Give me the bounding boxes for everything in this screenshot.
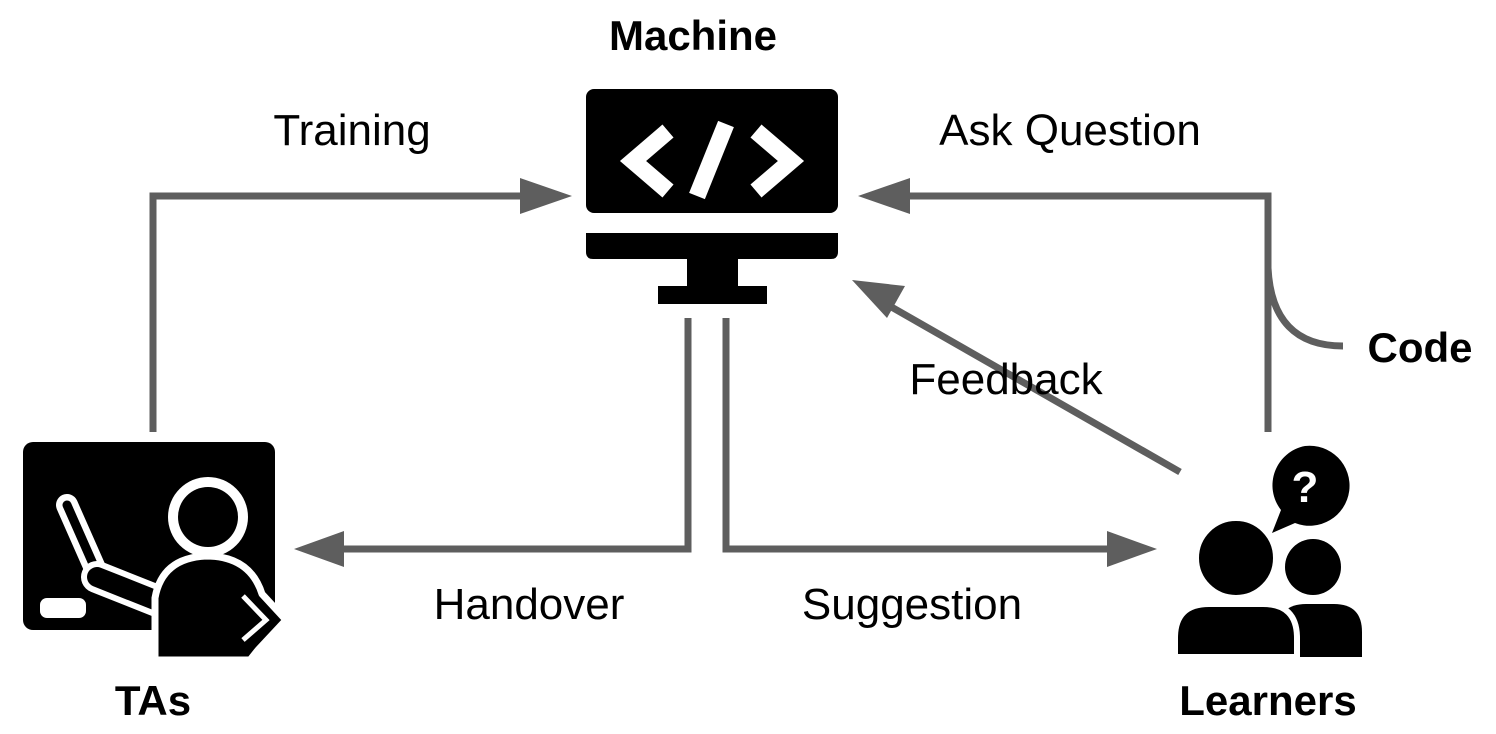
feedback-label: Feedback: [909, 355, 1103, 404]
tas-node-label: TAs: [115, 677, 191, 724]
ask-question-connector: [858, 178, 1272, 432]
training-connector: [149, 178, 572, 432]
code-branch-connector: [1264, 267, 1344, 350]
handover-label: Handover: [434, 580, 625, 629]
ask-question-label: Ask Question: [939, 106, 1201, 155]
suggestion-label: Suggestion: [802, 580, 1022, 629]
learners-node-label: Learners: [1179, 677, 1356, 724]
code-monitor-icon: [586, 89, 838, 304]
teacher-at-blackboard-icon: [23, 442, 290, 664]
code-label: Code: [1368, 324, 1473, 371]
learners-with-question-icon: ?: [1172, 445, 1362, 660]
feedback-connector: [852, 280, 1182, 476]
handover-connector: [294, 318, 692, 567]
svg-text:?: ?: [1292, 463, 1319, 512]
training-label: Training: [273, 106, 430, 155]
machine-node-label: Machine: [609, 12, 777, 59]
suggestion-connector: [722, 318, 1157, 567]
